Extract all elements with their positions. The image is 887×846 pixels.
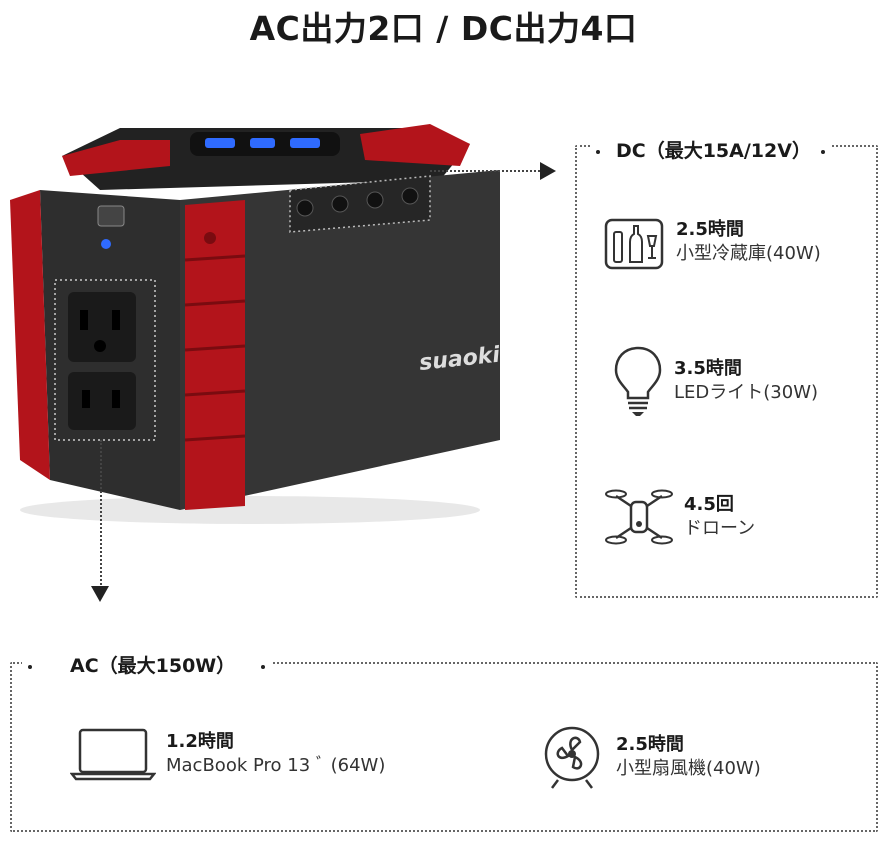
- dc-item-hours: 2.5時間: [676, 219, 744, 240]
- fridge-icon: [604, 218, 664, 270]
- lightbulb-icon: [614, 346, 662, 416]
- dc-arrow-line: [430, 170, 540, 172]
- ac-item-laptop: 1.2時間 MacBook Pro 13 ﾞ (64W): [70, 726, 385, 782]
- dc-item-device: LEDライト(30W): [674, 382, 819, 403]
- page-title: AC出力2口 / DC出力4口: [249, 9, 638, 48]
- power-station-illustration: suaoki: [10, 124, 502, 524]
- ac-output-panel: [10, 662, 878, 832]
- ac-item-fan: 2.5時間 小型扇風機(40W): [538, 724, 761, 790]
- ac-arrow-head-icon: [91, 586, 109, 602]
- dc-item-fridge: 2.5時間 小型冷蔵庫(40W): [602, 212, 821, 272]
- dc-item-drone: 4.5回 ドローン: [604, 484, 755, 550]
- dc-item-light: 3.5時間 LEDライト(30W): [612, 344, 818, 418]
- dc-header: DC（最大15A/12V）: [590, 136, 831, 163]
- fan-icon: [544, 726, 600, 789]
- ac-header: AC（最大150W）: [22, 651, 272, 678]
- ac-item-hours: 2.5時間: [616, 734, 684, 755]
- dc-arrow-head-icon: [540, 162, 556, 180]
- dc-item-device: 小型冷蔵庫(40W): [676, 243, 821, 264]
- ac-item-device: MacBook Pro 13 ﾞ (64W): [166, 755, 386, 776]
- drone-icon: [605, 489, 673, 545]
- dc-item-hours: 4.5回: [684, 494, 734, 515]
- dc-item-device: ドローン: [684, 518, 756, 539]
- ac-header-label: AC（最大150W）: [70, 655, 236, 677]
- ac-item-hours: 1.2時間: [166, 731, 234, 752]
- dc-header-label: DC（最大15A/12V）: [616, 140, 811, 162]
- ac-arrow-line: [100, 440, 102, 588]
- ac-item-device: 小型扇風機(40W): [616, 758, 761, 779]
- laptop-icon: [70, 728, 156, 781]
- dc-item-hours: 3.5時間: [674, 358, 742, 379]
